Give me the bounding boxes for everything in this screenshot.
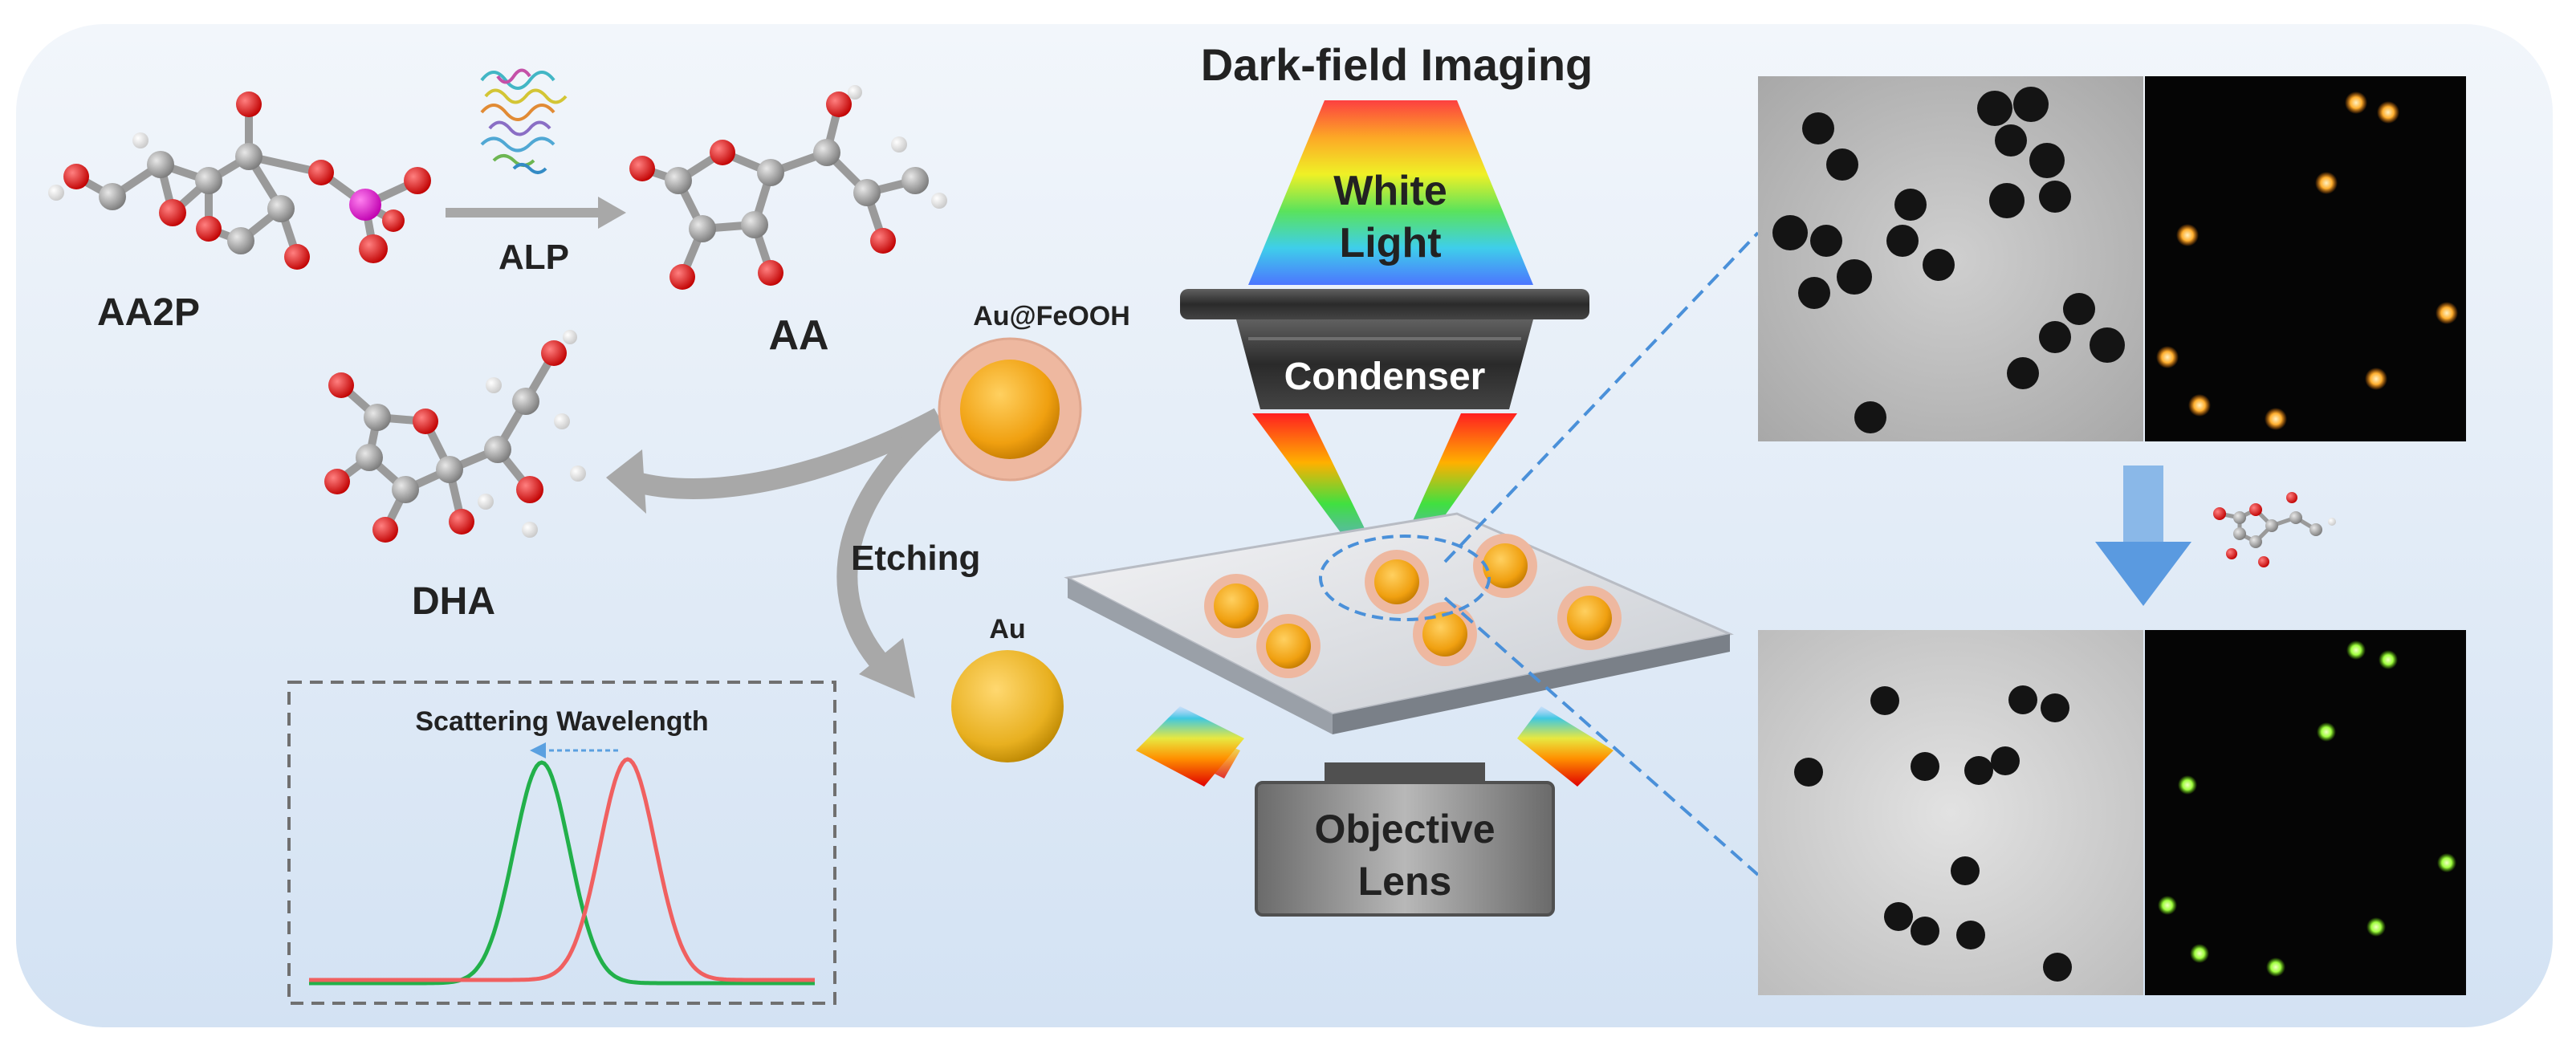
etching-arrow-head (859, 638, 915, 698)
sem-image-after (1758, 630, 2143, 995)
sample-slide (1064, 512, 1734, 734)
scattering-plot: Scattering Wavelength (287, 681, 836, 1005)
white-light-label-line2: Light (1339, 220, 1441, 266)
alp-arrow-head (598, 197, 626, 229)
objective-lens (1255, 762, 1555, 917)
etching-label: Etching (851, 539, 980, 578)
dha-molecule (324, 330, 586, 543)
aa2p-label: AA2P (97, 291, 200, 334)
aa-label: AA (768, 312, 828, 359)
green-scattering-curve (309, 760, 815, 986)
white-light-beam (1248, 100, 1533, 285)
condenser (1180, 289, 1589, 409)
dark-field-image-after (2145, 630, 2466, 995)
scattering-plot-frame (287, 681, 836, 1005)
red-scattering-curve (309, 757, 815, 982)
au-feooh-particle (938, 337, 1082, 482)
leader-line-bottom (1443, 596, 1760, 876)
oxidation-arrow-head (606, 449, 646, 514)
au-feooh-label: Au@FeOOH (973, 301, 1130, 331)
alp-label: ALP (499, 238, 569, 277)
white-light-label-line1: White (1333, 168, 1447, 214)
condenser-label: Condenser (1284, 356, 1486, 398)
alp-enzyme-icon (480, 68, 568, 174)
aa2p-molecule (48, 91, 431, 270)
small-aa-molecule (2213, 492, 2336, 567)
au-label: Au (989, 614, 1025, 644)
objective-label-line2: Lens (1358, 859, 1452, 904)
blue-shift-arrow-head (530, 742, 546, 758)
treatment-down-arrow (2095, 466, 2191, 606)
right-scattered-beam (1517, 706, 1614, 787)
au-particle (951, 650, 1064, 762)
aa-molecule (629, 85, 947, 290)
selected-region-ellipse (1319, 535, 1491, 621)
scattering-plot-title: Scattering Wavelength (415, 706, 708, 737)
oxidation-curved-arrow (631, 408, 945, 499)
dark-field-image-before (2145, 76, 2466, 441)
dark-field-title: Dark-field Imaging (1201, 39, 1593, 90)
left-scattered-beam-tip (1136, 706, 1244, 787)
objective-label-line1: Objective (1314, 807, 1495, 852)
sem-image-before (1758, 76, 2143, 441)
dha-label: DHA (412, 580, 495, 623)
slide-particles (1204, 534, 1622, 678)
leader-line-top (1443, 231, 1760, 563)
etching-curved-arrow (836, 409, 946, 673)
